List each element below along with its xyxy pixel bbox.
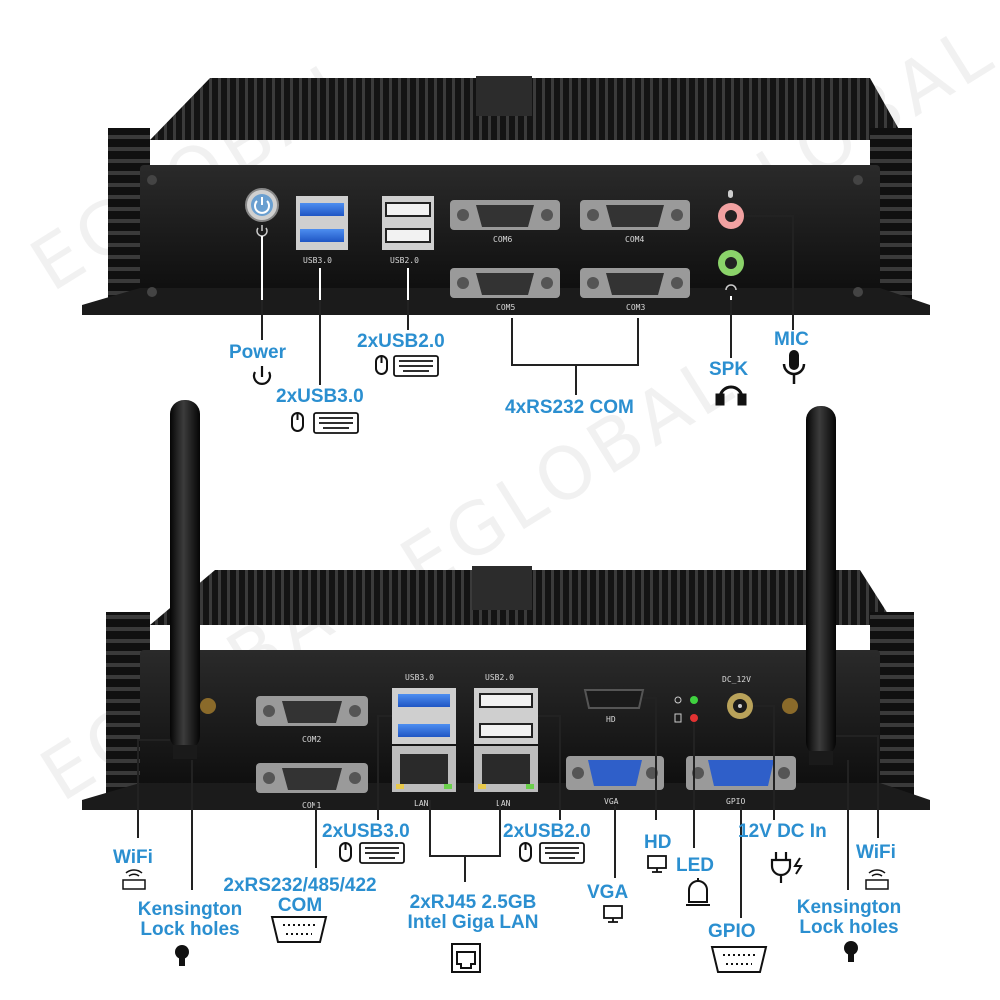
vga-port-label: VGA	[604, 797, 619, 806]
power-button[interactable]	[245, 188, 279, 222]
com-top-label: 4xRS232 COM	[505, 397, 634, 418]
usb2-port-label: USB2.0	[390, 256, 419, 265]
bell-icon	[686, 878, 710, 906]
usb2-bottom-label: USB2.0	[485, 673, 514, 682]
kensington-right-line-1: Kensington	[796, 897, 902, 918]
usb3-bottom-label: USB3.0	[405, 673, 434, 682]
lan-label-1: LAN	[414, 799, 429, 808]
bottom-callout-lines	[137, 697, 879, 918]
led-callout: LED	[676, 855, 714, 876]
dc-callout: 12V DC In	[738, 821, 827, 842]
usb3-bottom-callout: 2xUSB3.0	[322, 821, 410, 842]
vga-port[interactable]	[566, 756, 664, 790]
power-plug-icon	[770, 852, 803, 883]
power-icon	[252, 366, 272, 385]
keyboard-icon-4	[539, 842, 585, 864]
usb2-ports-top[interactable]	[382, 196, 434, 250]
headphone-small-icon	[725, 284, 737, 291]
usb3-port-label: USB3.0	[303, 256, 332, 265]
com1-port[interactable]	[256, 763, 368, 793]
com5-port[interactable]	[450, 268, 560, 298]
headphone-icon	[715, 385, 747, 406]
ethernet-icon	[451, 943, 481, 973]
serial-connector-icon-2	[710, 946, 768, 973]
lan-label-2: LAN	[496, 799, 511, 808]
vga-callout: VGA	[587, 882, 629, 903]
usb3-ports-top[interactable]	[296, 196, 348, 250]
usb2-bottom-callout: 2xUSB2.0	[503, 821, 591, 842]
hdmi-port[interactable]	[583, 689, 645, 709]
com3-label: COM3	[626, 303, 645, 312]
lan-line-2: Intel Giga LAN	[407, 912, 539, 933]
monitor-icon-vga	[603, 905, 623, 923]
kensington-right-label: Kensington Lock holes	[784, 898, 914, 938]
dc-power-jack[interactable]	[727, 693, 753, 719]
com-bottom-line-1: 2xRS232/485/422	[223, 875, 377, 896]
com3-port[interactable]	[580, 268, 690, 298]
com-bottom-line-2: COM	[277, 895, 323, 916]
serial-connector-icon	[270, 916, 328, 943]
router-icon-right	[865, 869, 889, 890]
mouse-icon-4	[519, 842, 532, 862]
antenna-left	[170, 400, 200, 759]
lock-icon-left	[175, 945, 189, 966]
keyboard-icon-2	[313, 412, 359, 434]
kensington-left-label: Kensington Lock holes	[130, 900, 250, 940]
lan-label: 2xRJ45 2.5GB Intel Giga LAN	[388, 893, 558, 933]
dc-port-label: DC_12V	[722, 675, 751, 684]
usb2-ports-bottom[interactable]	[474, 688, 538, 744]
usb3-ports-bottom[interactable]	[392, 688, 456, 744]
lan-line-1: 2xRJ45 2.5GB	[409, 892, 537, 913]
com6-label: COM6	[493, 235, 512, 244]
lock-icon-right	[844, 941, 858, 962]
spk-jack[interactable]	[718, 250, 744, 276]
com4-port[interactable]	[580, 200, 690, 230]
mouse-icon-3	[339, 842, 352, 862]
wifi-right-label: WiFi	[856, 842, 896, 863]
mouse-icon	[375, 355, 388, 375]
power-label: Power	[229, 342, 287, 363]
microphone-icon	[782, 350, 806, 384]
keyboard-icon-3	[359, 842, 405, 864]
com4-label: COM4	[625, 235, 644, 244]
mic-jack[interactable]	[718, 203, 744, 229]
spk-label: SPK	[709, 359, 749, 380]
com1-label: COM1	[302, 801, 321, 810]
kensington-left-line-2: Lock holes	[140, 919, 240, 940]
status-leds	[674, 696, 698, 723]
mic-label: MIC	[774, 329, 809, 350]
lan-port-1[interactable]	[392, 746, 456, 792]
monitor-icon-hd	[647, 855, 667, 873]
com5-label: COM5	[496, 303, 515, 312]
keyboard-icon	[393, 355, 439, 377]
com2-label: COM2	[302, 735, 321, 744]
gpio-port[interactable]	[686, 756, 796, 790]
com2-port[interactable]	[256, 696, 368, 726]
com-bottom-label: 2xRS232/485/422 COM	[205, 876, 395, 916]
lan-port-2[interactable]	[474, 746, 538, 792]
gpio-port-label: GPIO	[726, 797, 745, 806]
com6-port[interactable]	[450, 200, 560, 230]
gpio-callout: GPIO	[708, 921, 756, 942]
hd-port-label: HD	[606, 715, 616, 724]
top-callout-lines-dark	[261, 215, 794, 395]
mouse-icon-2	[291, 412, 304, 432]
usb3-top-label: 2xUSB3.0	[276, 386, 364, 407]
router-icon-left	[122, 869, 146, 890]
mic-small-icon	[728, 190, 733, 198]
hd-callout: HD	[644, 832, 672, 853]
kensington-right-line-2: Lock holes	[799, 917, 899, 938]
usb2-top-label: 2xUSB2.0	[357, 331, 445, 352]
antenna-right	[806, 406, 836, 765]
wifi-left-label: WiFi	[113, 847, 153, 868]
kensington-left-line-1: Kensington	[137, 899, 243, 920]
